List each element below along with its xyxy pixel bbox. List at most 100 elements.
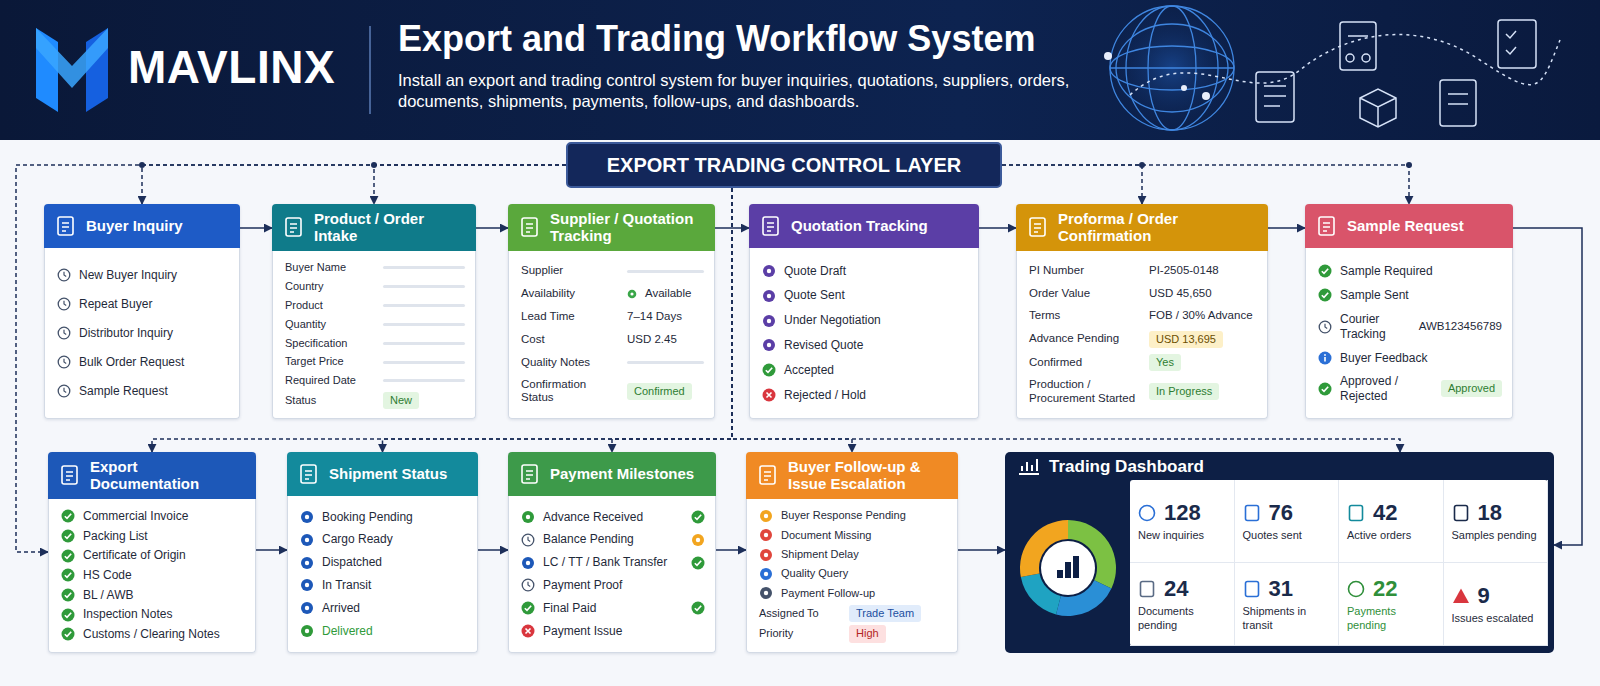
flow-connector	[716, 549, 746, 551]
status-pill: USD 13,695	[1149, 331, 1223, 348]
header-icon	[756, 463, 780, 487]
field-label: Commercial Invoice	[83, 509, 188, 523]
header-icon	[1315, 214, 1339, 238]
card-row: Bulk Order Request	[57, 354, 229, 370]
card-row: Advance Received	[521, 509, 705, 525]
status-icon	[691, 556, 705, 570]
status-icon	[61, 509, 75, 523]
status-icon	[1318, 382, 1332, 396]
status-icon	[521, 624, 535, 638]
card-body: Buyer Response PendingDocument MissingSh…	[746, 499, 958, 654]
card-row: Dispatched	[300, 555, 467, 571]
card-body: New Buyer InquiryRepeat BuyerDistributor…	[44, 248, 240, 419]
card-title: Quotation Tracking	[791, 217, 928, 234]
field-label: Final Paid	[543, 601, 596, 615]
process-card: Quotation TrackingQuote DraftQuote SentU…	[749, 204, 979, 419]
status-icon	[691, 601, 705, 615]
card-row: Balance Pending	[521, 532, 705, 548]
card-row: ConfirmedYes	[1029, 354, 1257, 371]
field-value: USD 2.45	[627, 333, 677, 347]
card-row: Customs / Clearing Notes	[61, 626, 245, 642]
flow-connector	[732, 188, 1400, 452]
flow-connector	[715, 227, 749, 229]
flow-connector	[476, 227, 508, 229]
junction-dot	[1139, 162, 1145, 168]
logo-text: MAVLINX	[128, 40, 335, 94]
process-card: Product / Order IntakeBuyer NameCountryP…	[272, 204, 476, 419]
card-row: Product	[285, 297, 465, 313]
field-label: Supplier	[521, 264, 619, 278]
field-label: BL / AWB	[83, 588, 133, 602]
card-title: Sample Request	[1347, 217, 1464, 234]
status-pill: Approved	[1441, 380, 1502, 397]
card-row: Quality Notes	[521, 355, 704, 371]
field-label: Dispatched	[322, 555, 382, 569]
status-icon	[762, 289, 776, 303]
status-pill: In Progress	[1149, 383, 1219, 400]
card-row: In Transit	[300, 577, 467, 593]
header-icon	[759, 214, 783, 238]
status-icon	[521, 533, 535, 547]
card-row: Sample Request	[57, 383, 229, 399]
field-label: LC / TT / Bank Transfer	[543, 555, 667, 569]
header-icon	[518, 215, 542, 239]
stat-label-box: Quotes sent	[1243, 526, 1331, 542]
status-pill: New	[383, 392, 419, 409]
card-header: Shipment Status	[287, 452, 478, 496]
status-icon	[762, 363, 776, 377]
header-icon	[54, 214, 78, 238]
process-card: Export DocumentationCommercial InvoicePa…	[48, 452, 256, 653]
card-row: Final Paid	[521, 600, 705, 616]
header-icon	[282, 215, 306, 239]
header-band	[0, 0, 1600, 140]
field-label: Status	[285, 394, 375, 407]
card-title: Product / Order Intake	[314, 210, 466, 245]
field-label: Payment Issue	[543, 624, 622, 638]
process-card: Buyer Follow-up & Issue EscalationBuyer …	[746, 452, 958, 653]
status-icon	[61, 608, 75, 622]
pill-text: Confirmed	[634, 385, 685, 397]
field-label: Packing List	[83, 529, 148, 543]
card-row: Distributor Inquiry	[57, 325, 229, 341]
stat-line: 128	[1138, 500, 1226, 526]
field-value: USD 45,650	[1149, 287, 1212, 301]
stat-line: 22	[1347, 576, 1435, 602]
stat-label: Documents pending	[1138, 605, 1226, 631]
field-value: PI-2505-0148	[1149, 264, 1219, 278]
field-label: Delivered	[322, 624, 373, 638]
status-icon	[1318, 264, 1332, 278]
map-pins	[1104, 52, 1210, 100]
stat-icon	[1243, 580, 1261, 598]
card-row: Shipment Delay	[759, 547, 947, 563]
status-icon	[57, 326, 71, 340]
field-label: Certificate of Origin	[83, 548, 186, 562]
field-label: Order Value	[1029, 287, 1141, 301]
card-row: Payment Issue	[521, 623, 705, 639]
field-label: PI Number	[1029, 264, 1141, 278]
card-row: Lead Time7–14 Days	[521, 309, 704, 325]
stat-label: Payments pending	[1347, 605, 1435, 631]
page-title: Export and Trading Workflow System	[398, 18, 1035, 60]
process-card: Proforma / Order ConfirmationPI NumberPI…	[1016, 204, 1268, 419]
card-header: Buyer Follow-up & Issue Escalation	[746, 452, 958, 499]
card-row: Approved / RejectedApproved	[1318, 374, 1502, 403]
process-card: Supplier / Quotation TrackingSupplierAva…	[508, 204, 715, 419]
field-label: Product	[285, 299, 375, 312]
stat-label: Quotes sent	[1243, 529, 1331, 542]
stat-label: Issues escalated	[1452, 612, 1540, 625]
status-icon	[1318, 320, 1332, 334]
card-row: New Buyer Inquiry	[57, 267, 229, 283]
logo-mark	[36, 28, 108, 112]
stat-tile: 76Quotes sent	[1235, 480, 1340, 563]
card-row: Supplier	[521, 263, 704, 279]
stat-number: 76	[1269, 500, 1293, 526]
card-header: Product / Order Intake	[272, 204, 476, 251]
stat-tile: 22Payments pending	[1339, 563, 1444, 646]
flow-connector	[256, 549, 287, 551]
card-body: Quote DraftQuote SentUnder NegotiationRe…	[749, 248, 979, 419]
process-card: Shipment StatusBooking PendingCargo Read…	[287, 452, 478, 653]
stat-label: Shipments in transit	[1243, 605, 1331, 631]
status-icon	[1318, 351, 1332, 365]
card-row: Order Value USD 45,650	[1029, 286, 1257, 302]
card-row: Cargo Ready	[300, 532, 467, 548]
